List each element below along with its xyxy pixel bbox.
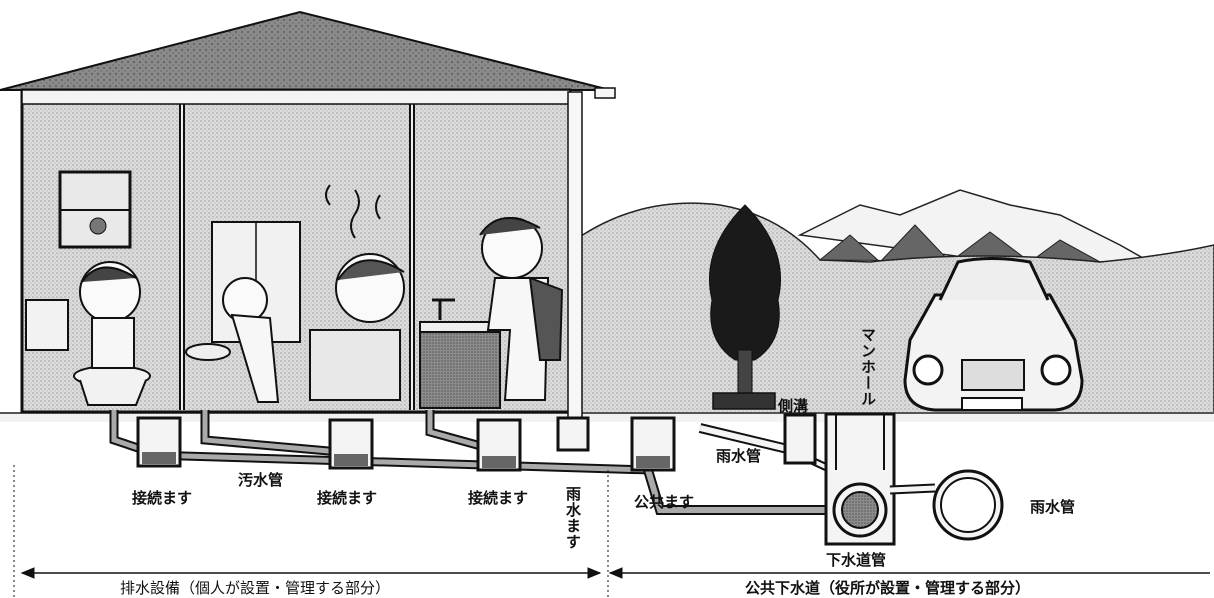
bathtub [309, 329, 401, 401]
mountain-range [797, 189, 1153, 263]
downspout [567, 91, 583, 438]
label-side-ditch: 側溝 [778, 397, 809, 415]
label-private-section: 排水設備（個人が設置・管理する部分） [120, 579, 391, 597]
label-public-section: 公共下水道（役所が設置・管理する部分） [745, 579, 1031, 597]
toilet-tank [25, 299, 69, 351]
car [903, 257, 1084, 412]
label-manhole: マンホール [859, 327, 877, 407]
label-public-box: 公共ます [634, 493, 695, 511]
label-connection-box-1: 接続ます [132, 489, 193, 507]
label-rainwater-pipe-right: 雨水管 [1030, 498, 1076, 516]
public-box [630, 416, 676, 472]
label-rainwater-box: 雨水ます [564, 486, 582, 550]
label-connection-box-3: 接続ます [468, 489, 529, 507]
house-roof [0, 10, 611, 91]
planter [712, 392, 776, 410]
house [0, 10, 616, 438]
connection-box-2 [328, 418, 374, 470]
rainwater-box [556, 416, 590, 452]
tree [709, 204, 781, 410]
label-sewage-pipe: 汚水管 [238, 471, 284, 489]
label-sewer-pipe: 下水道管 [826, 551, 887, 569]
kitchen-counter [419, 329, 501, 409]
side-ditch [783, 413, 817, 465]
connection-box-3 [476, 418, 522, 472]
car-grille [961, 359, 1025, 391]
manhole [824, 412, 896, 546]
private-drain-pipes [109, 410, 840, 515]
rainwater-pipe-right [889, 469, 1004, 541]
steam [325, 184, 381, 239]
faucet [432, 298, 455, 320]
washbasin [185, 343, 231, 361]
connection-box-1 [136, 416, 182, 468]
label-rainwater-pipe-upper: 雨水管 [716, 447, 762, 465]
section-divider [13, 465, 1210, 598]
label-connection-box-2: 接続ます [317, 489, 378, 507]
ground-surface [0, 412, 1214, 422]
